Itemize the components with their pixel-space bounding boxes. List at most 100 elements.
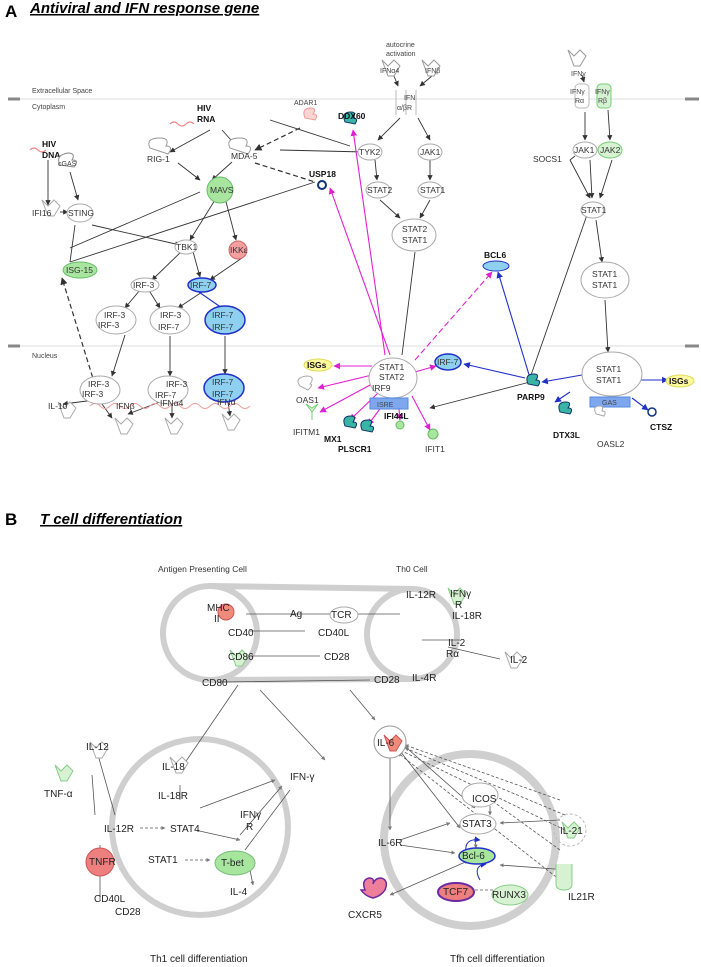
- isg15-node: [62, 261, 98, 279]
- usp18-node: [317, 180, 327, 190]
- adar1-enzyme-icon: [303, 107, 318, 121]
- stat1-dimer: [580, 261, 630, 299]
- ifnar-receptor-icon: [395, 90, 417, 115]
- il2ra-label-2: Rα: [446, 649, 459, 660]
- extracellular-label: Extracellular Space: [32, 88, 92, 95]
- il4-label: IL-4: [230, 887, 248, 898]
- ifngra-label-1: IFNγ: [570, 89, 585, 96]
- parp9-label: PARP9: [517, 392, 545, 402]
- runx3-node: [491, 884, 529, 906]
- n-stat1-label: STAT1: [379, 362, 404, 372]
- tyk2-label: TYK2: [359, 147, 381, 157]
- ifna4-label: IFNα4: [380, 68, 399, 75]
- stat4-label: STAT4: [170, 824, 200, 835]
- th0-label: Th0 Cell: [396, 564, 428, 574]
- ifna-n-label: IFNα: [217, 397, 236, 407]
- il21-icon: [561, 821, 581, 839]
- il12-icon: [89, 741, 109, 759]
- ifna-n-icon: [221, 413, 241, 431]
- stat1r-label: STAT1: [581, 205, 606, 215]
- stat2-label: STAT2: [367, 185, 392, 195]
- isgs-right-badge: [665, 374, 695, 388]
- n-stat1a-label: STAT1: [596, 364, 621, 374]
- ifna4-n-icon: [164, 417, 184, 435]
- autocrine-label: autocrine: [386, 42, 415, 49]
- viral-rna-squiggle: [169, 121, 195, 127]
- runx3-label: RUNX3: [492, 890, 526, 901]
- tcf7-label: TCF7: [443, 887, 468, 898]
- ifitm1-icon: [305, 403, 319, 420]
- stat1d1-label: STAT1: [592, 269, 617, 279]
- ifitm1-label: IFITM1: [293, 427, 320, 437]
- plscr1-enzyme-icon: [360, 419, 375, 433]
- irf7-dimer: [204, 305, 246, 335]
- stat1-node: [417, 181, 443, 199]
- irf7d2-label: IRF-7: [212, 322, 234, 332]
- cxcr5-receptor-icon: [359, 877, 388, 899]
- panel-a-letter: A: [5, 2, 17, 21]
- ifi16-label: IFI16: [32, 208, 52, 218]
- n-irf7-dimer: [203, 373, 245, 403]
- activation-label: activation: [386, 51, 416, 58]
- n-irf7-node: [434, 353, 462, 371]
- n-stat1b-label: STAT1: [596, 375, 621, 385]
- tcr-label: TCR: [331, 610, 352, 621]
- tnfa-label: TNF-α: [44, 789, 73, 800]
- irf7-label: IRF-7: [190, 280, 212, 290]
- jak1b-node: [572, 141, 598, 159]
- hiv-dna-label-1: HIV: [42, 139, 57, 149]
- hiv-dna-label-2: DNA: [42, 150, 60, 160]
- ifng-b-label: IFN-γ: [290, 772, 314, 783]
- th0-cell-membrane: [364, 586, 460, 682]
- ifngr-top-label-2: R: [455, 600, 462, 611]
- il2ra-label-1: IL-2: [448, 638, 466, 649]
- rig1-label: RIG-1: [147, 154, 170, 164]
- mhc-ii-node: [217, 603, 235, 621]
- n-irf7c1-label: IRF-7: [212, 377, 234, 387]
- hiv-rna-label-2: RNA: [197, 114, 215, 124]
- mda5-enzyme-icon: [228, 137, 252, 155]
- plscr1-label: PLSCR1: [338, 444, 372, 454]
- isgs-left-badge: [303, 358, 333, 372]
- isgs-left-label: ISGs: [307, 360, 327, 370]
- tbk1-node: [174, 239, 198, 255]
- n-stat2-label: STAT2: [379, 372, 404, 382]
- stat2-stat1-complex: [391, 218, 437, 252]
- isre-label: ISRE: [377, 402, 394, 409]
- stat2-node: [365, 181, 391, 199]
- oasl2-label: OASL2: [597, 439, 625, 449]
- cd40l-label: CD40L: [318, 628, 350, 639]
- apc-label: Antigen Presenting Cell: [158, 564, 247, 574]
- tbet-node: [214, 850, 256, 876]
- ifi44l-node: [395, 420, 405, 430]
- sting-node: [66, 203, 94, 223]
- cd28b-label: CD28: [374, 675, 400, 686]
- il4r-label: IL-4R: [412, 673, 436, 684]
- n-irf7c2-label: IRF-7: [212, 389, 234, 399]
- stat1d2-label: STAT1: [592, 280, 617, 290]
- sting-label: STING: [68, 208, 94, 218]
- ikke-label: IKKε: [230, 245, 248, 255]
- tfh-label: Tfh cell differentiation: [450, 954, 545, 965]
- tbet-label: T-bet: [221, 858, 244, 869]
- mhc-label-2: II: [214, 614, 220, 625]
- irf7h1-label: IRF-7: [158, 322, 180, 332]
- il6-label: IL-6: [377, 738, 395, 749]
- ifnb-label: IFNβ: [425, 68, 440, 75]
- th1-cell-membrane: [109, 736, 291, 918]
- tyk2-node: [357, 143, 383, 161]
- synapse-bottom: [209, 676, 413, 683]
- ddx60-enzyme-icon: [343, 111, 358, 125]
- stat1-label: STAT1: [420, 185, 445, 195]
- ifngr-top-icon: [447, 587, 467, 605]
- stat3-node: [459, 813, 497, 835]
- stat2c-label: STAT2: [402, 224, 427, 234]
- il6r-label: IL-6R: [378, 838, 402, 849]
- ifi16-icon: [41, 199, 61, 217]
- jak1b-label: JAK1: [574, 145, 595, 155]
- il2-icon: [504, 651, 524, 669]
- bcl6-b-label: Bcl-6: [462, 851, 485, 862]
- ifnb-n-icon: [114, 417, 134, 435]
- panel-b-letter: B: [5, 510, 17, 529]
- oas1-enzyme-icon: [297, 375, 313, 391]
